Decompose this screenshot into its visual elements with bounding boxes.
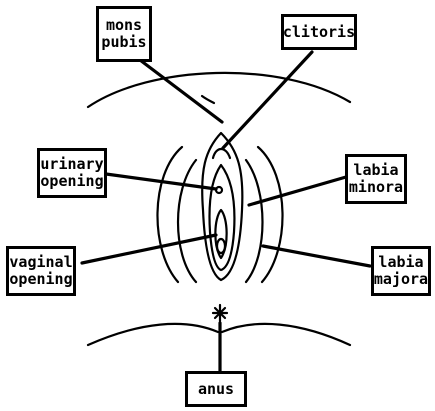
labia-majora-right-inner <box>246 160 263 282</box>
label-mons-pubis: mons pubis <box>96 6 152 62</box>
label-anus: anus <box>185 371 247 407</box>
abdomen-fold <box>202 96 214 103</box>
label-anus-line1: anus <box>198 381 234 398</box>
leader-mons-pubis <box>140 60 222 122</box>
label-urinary-opening-line2: opening <box>40 173 103 190</box>
label-urinary-opening-line1: urinary <box>40 156 103 173</box>
label-clitoris-line1: clitoris <box>283 24 355 41</box>
anus-mark <box>213 305 227 321</box>
vaginal-opening-inner <box>217 239 225 253</box>
label-labia-minora: labia minora <box>345 154 407 204</box>
label-labia-majora: labia majora <box>371 246 431 296</box>
leader-vaginal-opening <box>82 235 216 263</box>
leader-labia-majora <box>263 246 370 266</box>
label-labia-majora-line1: labia <box>378 254 423 271</box>
labia-majora-left-inner <box>178 160 196 282</box>
label-vaginal-opening: vaginal opening <box>6 246 76 296</box>
clitoral-hood <box>213 149 230 158</box>
label-mons-pubis-line2: pubis <box>101 34 146 51</box>
label-mons-pubis-line1: mons <box>106 17 142 34</box>
label-labia-minora-line2: minora <box>349 179 403 196</box>
label-urinary-opening: urinary opening <box>37 148 107 198</box>
label-clitoris: clitoris <box>281 14 357 50</box>
label-labia-majora-line2: majora <box>374 271 428 288</box>
label-labia-minora-line1: labia <box>353 162 398 179</box>
buttock-right <box>222 324 350 345</box>
mons-contour <box>88 73 350 107</box>
label-vaginal-opening-line2: opening <box>9 271 72 288</box>
leader-clitoris <box>223 52 312 148</box>
leader-labia-minora <box>249 177 346 205</box>
label-vaginal-opening-line1: vaginal <box>9 254 72 271</box>
buttock-left <box>88 324 218 345</box>
